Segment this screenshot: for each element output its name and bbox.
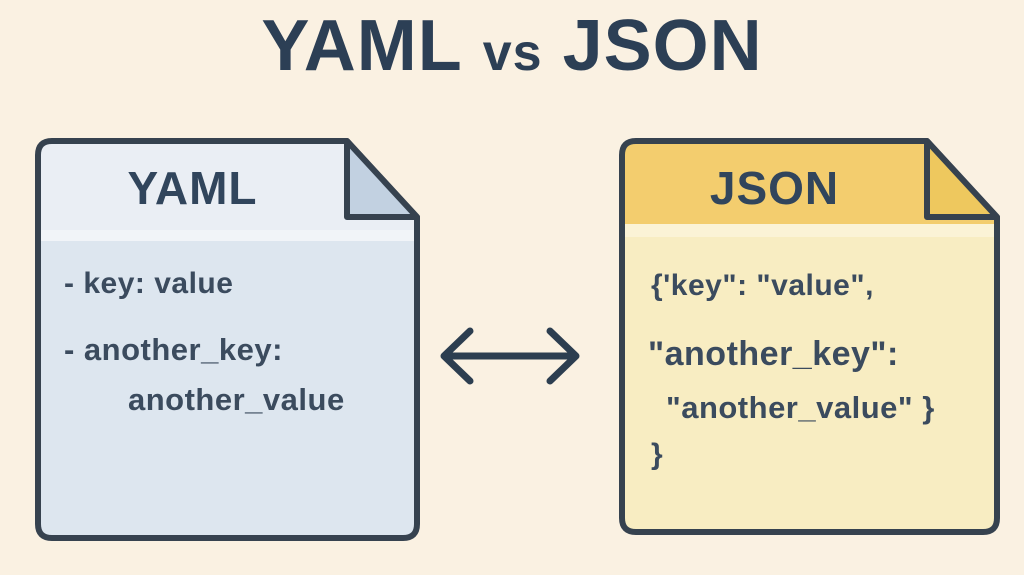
json-code-line-2: "another_key":: [648, 335, 899, 373]
json-document-card: [619, 138, 1000, 535]
yaml-card-header-strip: [38, 230, 417, 241]
page-title: YAML vs JSON: [0, 0, 1024, 96]
json-card-paper: [622, 141, 997, 532]
yaml-card-outline: [35, 138, 420, 541]
page-title-yaml: YAML: [261, 6, 463, 86]
yaml-code-line-1: - key: value: [64, 267, 234, 300]
json-code-line-1: {'key": "value",: [651, 269, 874, 302]
json-folded-corner-icon: [924, 138, 1000, 220]
bidirectional-arrow-icon: [440, 327, 580, 385]
yaml-code-line-3: another_value: [128, 382, 345, 417]
page-title-vs: vs: [482, 24, 543, 82]
json-code-line-3: "another_value" }: [666, 390, 935, 425]
json-card-outline: [619, 138, 1000, 535]
yaml-folded-corner-icon: [344, 138, 420, 220]
yaml-card-title: YAML: [127, 162, 258, 214]
yaml-document-card: [35, 138, 420, 541]
page-title-json: JSON: [562, 6, 763, 86]
json-card-title: JSON: [709, 162, 840, 214]
json-code-line-4: }: [651, 438, 664, 471]
json-card-header-strip: [622, 224, 997, 237]
yaml-code-line-2: - another_key:: [64, 332, 283, 367]
